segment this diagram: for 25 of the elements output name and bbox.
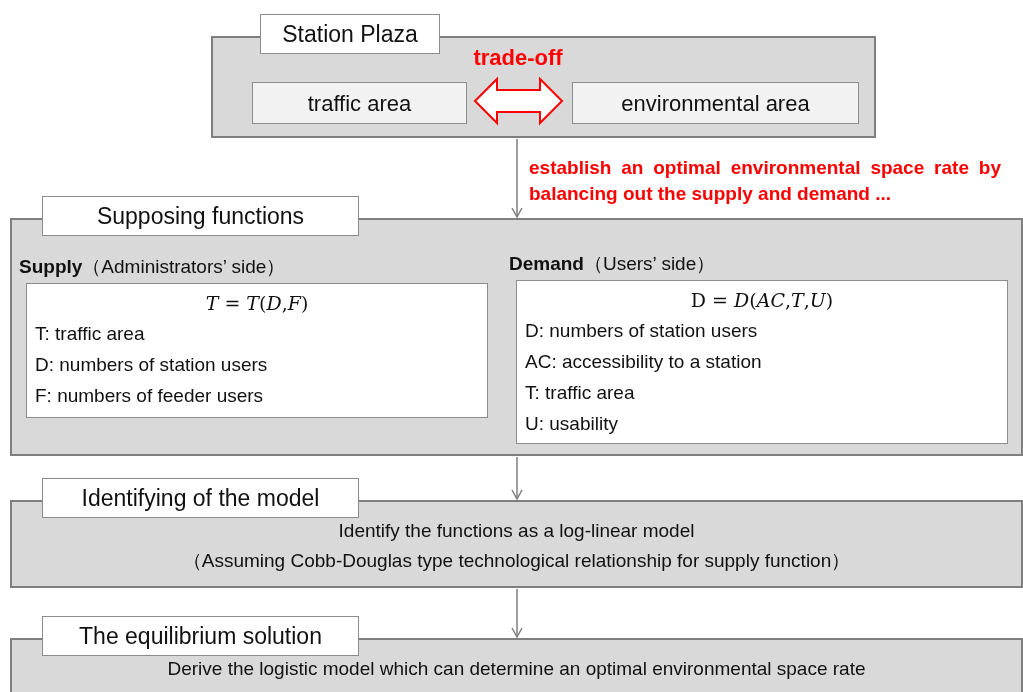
variable-definition: T: traffic area — [35, 322, 145, 346]
function-heading: Demand（Users’ side） — [509, 253, 716, 274]
section-heading: Supposing functions — [42, 196, 359, 236]
description-text: Derive the logistic model which can determine an optimal environmental space rate — [167, 657, 866, 681]
variable-definition: D: numbers of station users — [35, 353, 268, 377]
double-block-arrow — [473, 76, 564, 126]
arrow — [511, 138, 523, 218]
variable-definition: F: numbers of feeder users — [35, 384, 264, 408]
variable-definition: U: usability — [525, 412, 618, 436]
arrow — [511, 456, 523, 500]
description-text: （Assuming Cobb-Douglas type technological relationship for supply function） — [182, 549, 851, 573]
variable-definition: D: numbers of station users — [525, 319, 758, 343]
function-heading: Supply（Administrators’ side） — [19, 256, 286, 277]
section-heading: Identifying of the model — [42, 478, 359, 518]
section-heading: The equilibrium solution — [42, 616, 359, 656]
variable-definition: T: traffic area — [525, 381, 635, 405]
area-box: environmental area — [572, 82, 859, 124]
arrow — [511, 588, 523, 638]
edge-label: trade-off — [472, 47, 564, 69]
formula: T = T(D,F) — [205, 291, 309, 316]
formula: D = D(AC,T,U) — [690, 288, 834, 313]
description-text: Identify the functions as a log-linear model — [338, 519, 695, 543]
variable-definition: AC: accessibility to a station — [525, 350, 762, 374]
section-heading: Station Plaza — [260, 14, 440, 54]
area-box: traffic area — [252, 82, 467, 124]
